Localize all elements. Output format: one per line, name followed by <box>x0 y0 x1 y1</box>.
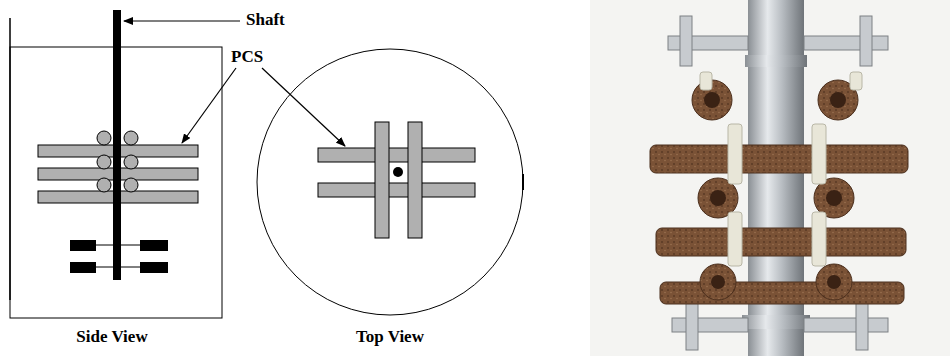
reactor-photo <box>590 0 950 356</box>
leader-arrows <box>124 21 345 146</box>
view-caption: Top View <box>356 328 424 347</box>
side-view <box>10 10 222 318</box>
pcs-label: PCS <box>231 48 263 67</box>
view-caption: Side View <box>76 328 147 347</box>
top-view <box>257 49 523 315</box>
shaft-label: Shaft <box>246 11 285 30</box>
